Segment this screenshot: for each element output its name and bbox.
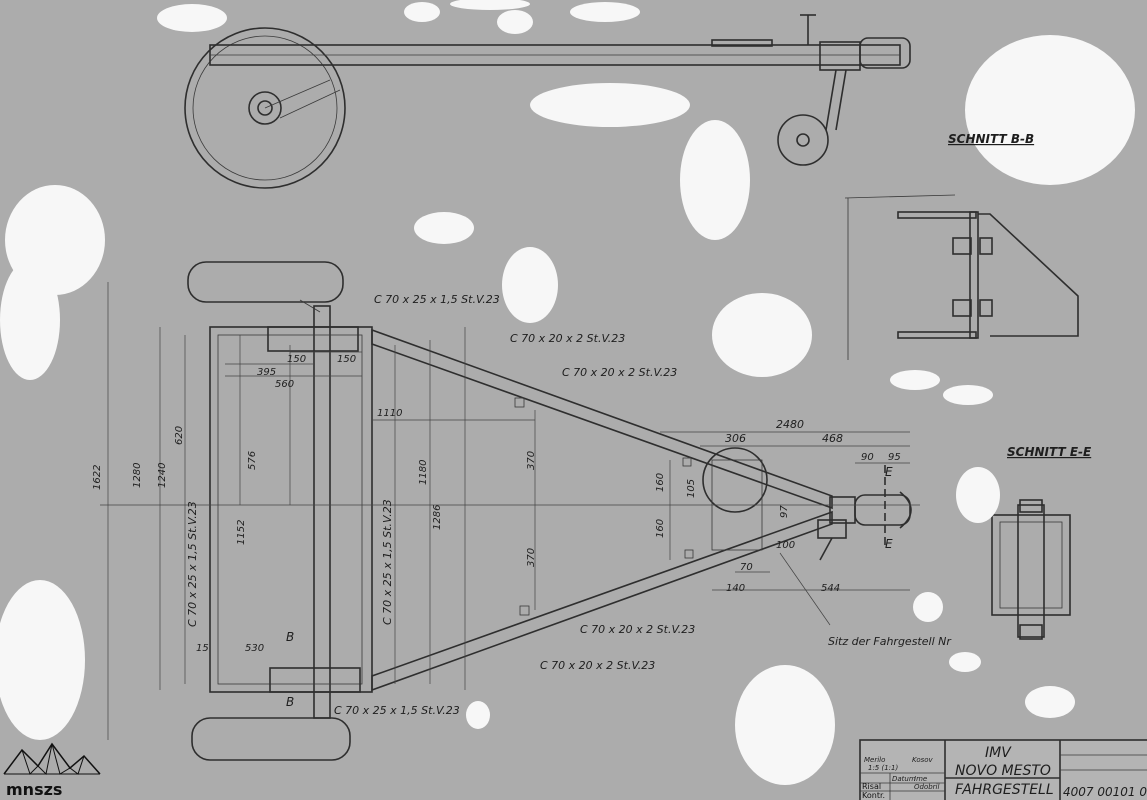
section-marker-b: B (286, 630, 294, 644)
profile-label: C 70 x 20 x 2 St.V.23 (580, 623, 695, 636)
title-block (859, 739, 1147, 800)
coupler-side (859, 37, 911, 69)
dim-label: 1286 (432, 505, 443, 530)
dim-label: 468 (822, 432, 843, 445)
row-checked: Kontr. (862, 791, 885, 800)
wheel-top (187, 261, 344, 303)
drawing-number: 4007 00101 00 (1063, 785, 1147, 799)
part-name: FAHRGESTELL (955, 782, 1054, 798)
dim-label: 576 (247, 451, 258, 470)
dim-label: 105 (686, 479, 697, 498)
dim-label: 370 (526, 548, 537, 567)
profile-label: C 70 x 20 x 2 St.V.23 (540, 659, 655, 672)
dim-label: 97 (779, 505, 790, 518)
profile-label: C 70 x 20 x 2 St.V.23 (510, 332, 625, 345)
dim-label: 95 (888, 452, 901, 463)
dim-label: 1622 (92, 465, 103, 490)
dim-label: 560 (275, 379, 294, 390)
dim-label: 160 (655, 473, 666, 492)
section-e-e-title: SCHNITT E-E (1007, 445, 1092, 459)
section-marker-b: B (286, 695, 294, 709)
dim-label: 306 (725, 432, 746, 445)
dim-label: 1280 (132, 463, 143, 488)
profile-label: C 70 x 25 x 1,5 St.V.23 (374, 293, 500, 306)
serial-number-note: Sitz der Fahrgestell Nr (828, 635, 952, 648)
jockey-leg (825, 69, 837, 131)
dim-label: 370 (526, 451, 537, 470)
dim-label: 150 (287, 354, 306, 365)
col-name: Ime (914, 775, 927, 783)
dim-label: 70 (740, 562, 753, 573)
dim-label: 620 (174, 426, 185, 445)
section-e-e (991, 499, 1071, 640)
section-b-b (844, 194, 1079, 360)
col-date: Datum (892, 775, 916, 783)
section-marker-e: E (885, 537, 893, 551)
dim-label: 15 (196, 643, 209, 654)
profile-label: C 70 x 25 x 1,5 St.V.23 (186, 501, 199, 627)
plan-view (100, 261, 920, 761)
section-marker-e: E (885, 465, 893, 479)
company-city: NOVO MESTO (955, 763, 1051, 779)
mnszs-logo-icon (3, 742, 101, 776)
axle (313, 305, 331, 719)
jockey-wheel (777, 114, 829, 166)
dim-label: 2480 (776, 418, 804, 431)
wheel-bottom (191, 717, 351, 761)
scale-value: 1:5 (1:1) (868, 764, 898, 772)
dim-label: 530 (245, 643, 264, 654)
dim-label: 1110 (377, 408, 402, 419)
profile-label: C 70 x 25 x 1,5 St.V.23 (334, 704, 460, 717)
damage-blotches (0, 0, 1135, 785)
company-name: IMV (985, 745, 1012, 761)
dimension-labels: 1622 1280 1240 620 576 1152 395 560 150 … (92, 354, 901, 654)
dim-label: 160 (655, 519, 666, 538)
col-approved: Odobril (914, 783, 940, 791)
sheet-label: Kosov (912, 756, 934, 764)
logo-text: mnszs (6, 780, 63, 799)
dim-label: 100 (776, 540, 795, 551)
drawbar-upper (371, 328, 833, 510)
drawbar-lower (371, 510, 833, 692)
section-b-b-title: SCHNITT B-B (948, 132, 1034, 146)
scale-label: Merilo (864, 756, 885, 764)
main-wheel-side (184, 27, 346, 189)
dim-label: 140 (726, 583, 745, 594)
profile-label: C 70 x 20 x 2 St.V.23 (562, 366, 677, 379)
dim-label: 1180 (418, 460, 429, 485)
spare-wheel-outline (702, 447, 768, 513)
dim-label: 544 (821, 583, 840, 594)
row-drawn: Risal (862, 782, 881, 791)
profile-label: C 70 x 25 x 1,5 St.V.23 (381, 499, 394, 625)
dim-label: 90 (861, 452, 874, 463)
side-view (184, 14, 911, 189)
dim-label: 1152 (236, 520, 247, 545)
dim-label: 150 (337, 354, 356, 365)
coupler-plan (854, 494, 911, 526)
dim-label: 1240 (157, 463, 168, 488)
dim-label: 395 (257, 367, 276, 378)
